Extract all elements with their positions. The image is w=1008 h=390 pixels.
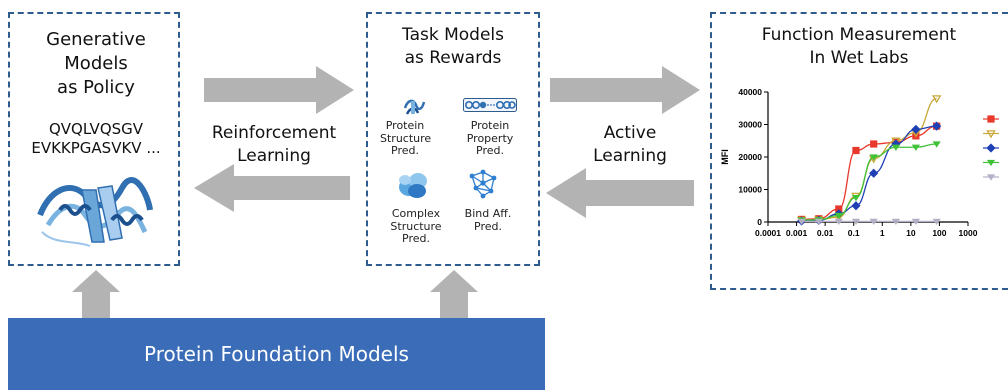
title-line: Function Measurement — [761, 25, 957, 45]
data-point — [851, 218, 861, 225]
bind-affinity-pred-label: Bind Aff. Pred. — [456, 207, 520, 233]
data-point — [834, 218, 843, 225]
data-point — [834, 212, 843, 220]
legend-marker — [987, 115, 995, 123]
x-tick-label: 10 — [906, 228, 916, 238]
protein-ribbon-icon — [37, 177, 153, 247]
x-tick-label: 100 — [932, 228, 946, 238]
arrow-left-to-task-models — [546, 168, 694, 218]
task-models-title: Task Models as Rewards — [366, 24, 540, 70]
label-line: Bind Aff. — [464, 207, 512, 220]
complex-structure-icon — [399, 173, 427, 198]
x-tick-label: 0.001 — [786, 228, 808, 238]
data-point — [869, 218, 878, 225]
y-tick-label: 20000 — [738, 152, 762, 162]
legend-marker — [986, 159, 996, 167]
x-tick-label: 0.01 — [817, 228, 834, 238]
arrow-up-to-task-models — [430, 270, 478, 318]
legend-marker — [986, 130, 996, 139]
protein-sequence: QVQLVQSGV EVKKPGASVKV ... — [8, 120, 184, 158]
title-line: Generative — [46, 29, 146, 50]
arrow-right-to-wet-labs — [550, 66, 700, 114]
title-line: Task Models — [402, 25, 504, 45]
label-line: Pred. — [474, 219, 502, 233]
legend-marker — [986, 143, 996, 153]
label-line: Structure — [390, 219, 442, 233]
x-tick-label: 0.1 — [848, 228, 860, 238]
generative-models-title: Generative Models as Policy — [8, 28, 184, 100]
protein-structure-icon — [403, 99, 426, 115]
protein-foundation-models-bar: Protein Foundation Models — [8, 318, 545, 390]
label-line: Pred. — [476, 144, 504, 157]
y-tick-label: 40000 — [738, 87, 762, 97]
protein-structure-pred-label: Protein Structure Pred. — [380, 119, 432, 158]
x-tick-label: 1000 — [959, 228, 978, 238]
function-measurement-title: Function Measurement In Wet Labs — [710, 24, 1008, 70]
reinforcement-learning-label: Reinforcement Learning — [194, 122, 354, 168]
data-point — [869, 154, 878, 161]
binding-network-icon — [469, 169, 497, 199]
flow-label-line: Learning — [593, 146, 667, 166]
protein-property-icon — [463, 98, 517, 112]
title-line: Models — [64, 53, 128, 74]
sequence-line: EVKKPGASVKV ... — [31, 139, 161, 157]
data-point — [891, 218, 901, 225]
label-line: Pred. — [391, 144, 419, 157]
series-line — [801, 125, 937, 222]
label-line: Complex — [391, 207, 441, 220]
label-line: Property — [466, 131, 514, 145]
data-point — [869, 168, 879, 178]
label-line: Pred. — [402, 232, 430, 245]
x-tick-label: 0.0001 — [755, 228, 781, 238]
arrow-up-to-generative-models — [72, 270, 120, 318]
series-line — [801, 97, 937, 221]
data-point — [852, 146, 860, 155]
data-point — [797, 218, 806, 225]
y-axis-label: MFI — [720, 149, 730, 165]
generative-models-box — [8, 12, 180, 266]
protein-property-pred-label: Protein Property Pred. — [462, 119, 518, 158]
active-learning-label: Active Learning — [560, 122, 700, 168]
sequence-line: QVQLVQSGV — [48, 120, 144, 138]
label-line: Protein — [470, 119, 510, 132]
title-line: In Wet Labs — [809, 48, 909, 68]
data-point — [931, 95, 942, 104]
title-line: as Policy — [57, 77, 135, 98]
data-point — [870, 140, 878, 148]
data-point — [891, 144, 901, 151]
data-point — [911, 144, 920, 151]
y-tick-label: 0 — [757, 217, 762, 227]
label-line: Structure — [380, 131, 432, 145]
complex-structure-pred-label: Complex Structure Pred. — [384, 207, 448, 246]
flow-label-line: Active — [603, 123, 657, 143]
data-point — [835, 205, 843, 213]
series-line — [801, 125, 937, 221]
data-point — [814, 218, 823, 225]
legend-marker — [986, 174, 996, 181]
data-point — [911, 124, 921, 134]
arrow-right-to-task-models — [204, 66, 354, 114]
flow-label-line: Reinforcement — [211, 123, 337, 143]
y-tick-label: 30000 — [738, 120, 762, 130]
label-line: Protein — [385, 119, 425, 132]
data-point — [911, 218, 920, 225]
arrow-left-to-generative-models — [194, 164, 350, 212]
x-tick-label: 1 — [880, 228, 885, 238]
task-models-box — [366, 12, 540, 266]
data-point — [851, 195, 861, 202]
foundation-label: Protein Foundation Models — [144, 342, 409, 366]
flow-label-line: Learning — [237, 146, 311, 166]
function-measurement-box — [710, 12, 1008, 290]
data-point — [932, 141, 941, 148]
data-point — [932, 121, 942, 131]
title-line: as Rewards — [404, 48, 502, 68]
data-point — [851, 201, 861, 211]
data-point — [932, 218, 941, 225]
y-tick-label: 10000 — [738, 185, 762, 195]
